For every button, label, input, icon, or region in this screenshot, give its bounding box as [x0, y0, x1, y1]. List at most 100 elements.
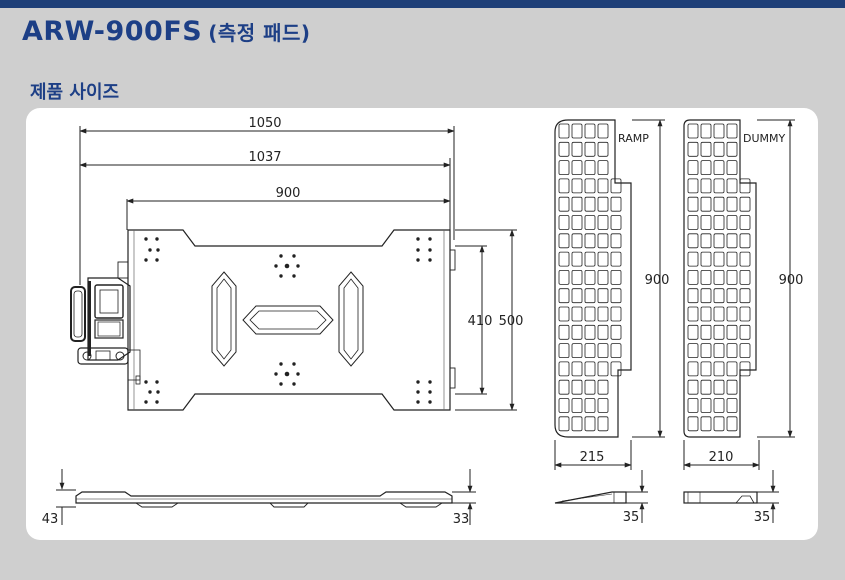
grid-slot — [726, 324, 738, 340]
ramp-label: RAMP — [618, 132, 649, 145]
grid-slot — [713, 416, 725, 432]
grid-slot — [558, 215, 570, 230]
grid-slot — [713, 215, 725, 230]
grid-slot — [687, 215, 699, 230]
grid-slot — [687, 196, 699, 212]
dim-label-1037: 1037 — [248, 150, 281, 165]
grid-slot — [726, 343, 738, 359]
grid-slot — [584, 215, 596, 230]
grid-slot — [713, 324, 725, 340]
grid-slot — [700, 196, 712, 212]
grid-slot — [584, 160, 596, 176]
grid-slot — [558, 324, 570, 340]
grid-slot — [571, 269, 583, 285]
grid-slot — [700, 251, 712, 267]
grid-slot — [700, 141, 712, 157]
header-bar — [0, 0, 845, 8]
grid-slot — [739, 306, 751, 322]
grid-slot — [739, 196, 751, 212]
grid-slot — [700, 416, 712, 432]
grid-slot — [558, 123, 570, 139]
grid-slot — [726, 361, 738, 377]
grid-slot — [597, 215, 609, 230]
grid-slot — [713, 269, 725, 285]
grid-slot — [584, 251, 596, 267]
grid-slot — [687, 288, 699, 304]
grid-slot — [713, 398, 725, 413]
grid-slot — [726, 196, 738, 212]
grid-slot — [739, 251, 751, 267]
dim-label-500: 500 — [499, 314, 524, 329]
grid-slot — [739, 215, 751, 230]
grid-slot — [571, 306, 583, 322]
grid-slot — [726, 416, 738, 432]
dim-label-ramp-900: 900 — [645, 273, 670, 288]
grid-slot — [610, 306, 622, 322]
grid-slot — [713, 251, 725, 267]
grid-slot — [584, 123, 596, 139]
grid-slot — [558, 398, 570, 413]
grid-slot — [597, 141, 609, 157]
ramp-side-view — [554, 470, 648, 523]
dim-label-1050: 1050 — [248, 116, 281, 131]
page-title: ARW-900FS(측정 패드) — [22, 16, 311, 47]
grid-slot — [739, 269, 751, 285]
grid-slot — [700, 160, 712, 176]
dim-label-900: 900 — [276, 186, 301, 201]
grid-slot — [739, 343, 751, 359]
grid-slot — [571, 416, 583, 432]
dim-label-33: 33 — [453, 512, 470, 527]
dim-label-dummy-900: 900 — [779, 273, 804, 288]
grid-slot — [558, 288, 570, 304]
grid-slot — [610, 196, 622, 212]
grid-slot — [558, 251, 570, 267]
grid-slot — [713, 160, 725, 176]
grid-slot — [571, 398, 583, 413]
grid-slot — [584, 178, 596, 194]
grid-slot — [687, 233, 699, 249]
grid-slot — [700, 379, 712, 395]
dim-label-dummy-35: 35 — [754, 510, 771, 525]
grid-slot — [597, 269, 609, 285]
grid-slot — [687, 398, 699, 413]
grid-slot — [571, 160, 583, 176]
grid-slot — [558, 196, 570, 212]
grid-slot — [739, 288, 751, 304]
grid-slot — [558, 141, 570, 157]
grid-slot — [687, 123, 699, 139]
grid-slot — [610, 361, 622, 377]
grid-slot — [558, 343, 570, 359]
grid-slot — [558, 160, 570, 176]
dim-label-dummy-210: 210 — [709, 450, 734, 465]
grid-slot — [726, 288, 738, 304]
grid-slot — [726, 178, 738, 194]
grid-slot — [700, 324, 712, 340]
grid-slot — [726, 233, 738, 249]
pad-bolt-holes — [144, 237, 432, 404]
grid-slot — [597, 379, 609, 395]
pad-window-center — [242, 305, 334, 335]
grid-slot — [687, 269, 699, 285]
grid-slot — [713, 141, 725, 157]
grid-slot — [687, 251, 699, 267]
grid-slot — [700, 343, 712, 359]
grid-slot — [597, 416, 609, 432]
grid-slot — [700, 398, 712, 413]
grid-slot — [726, 379, 738, 395]
grid-slot — [610, 324, 622, 340]
section-title: 제품 사이즈 — [30, 82, 120, 103]
grid-slot — [571, 379, 583, 395]
pad-outline — [127, 229, 451, 411]
pad-window-left — [211, 271, 237, 367]
dim-label-43: 43 — [42, 512, 59, 527]
grid-slot — [713, 196, 725, 212]
dummy-label: DUMMY — [743, 132, 786, 145]
pad-window-right — [338, 271, 364, 367]
grid-slot — [610, 233, 622, 249]
grid-slot — [597, 324, 609, 340]
grid-slot — [700, 233, 712, 249]
model-subtitle: (측정 패드) — [208, 21, 311, 45]
dim-label-ramp-215: 215 — [580, 450, 605, 465]
grid-slot — [597, 160, 609, 176]
grid-slot — [597, 361, 609, 377]
